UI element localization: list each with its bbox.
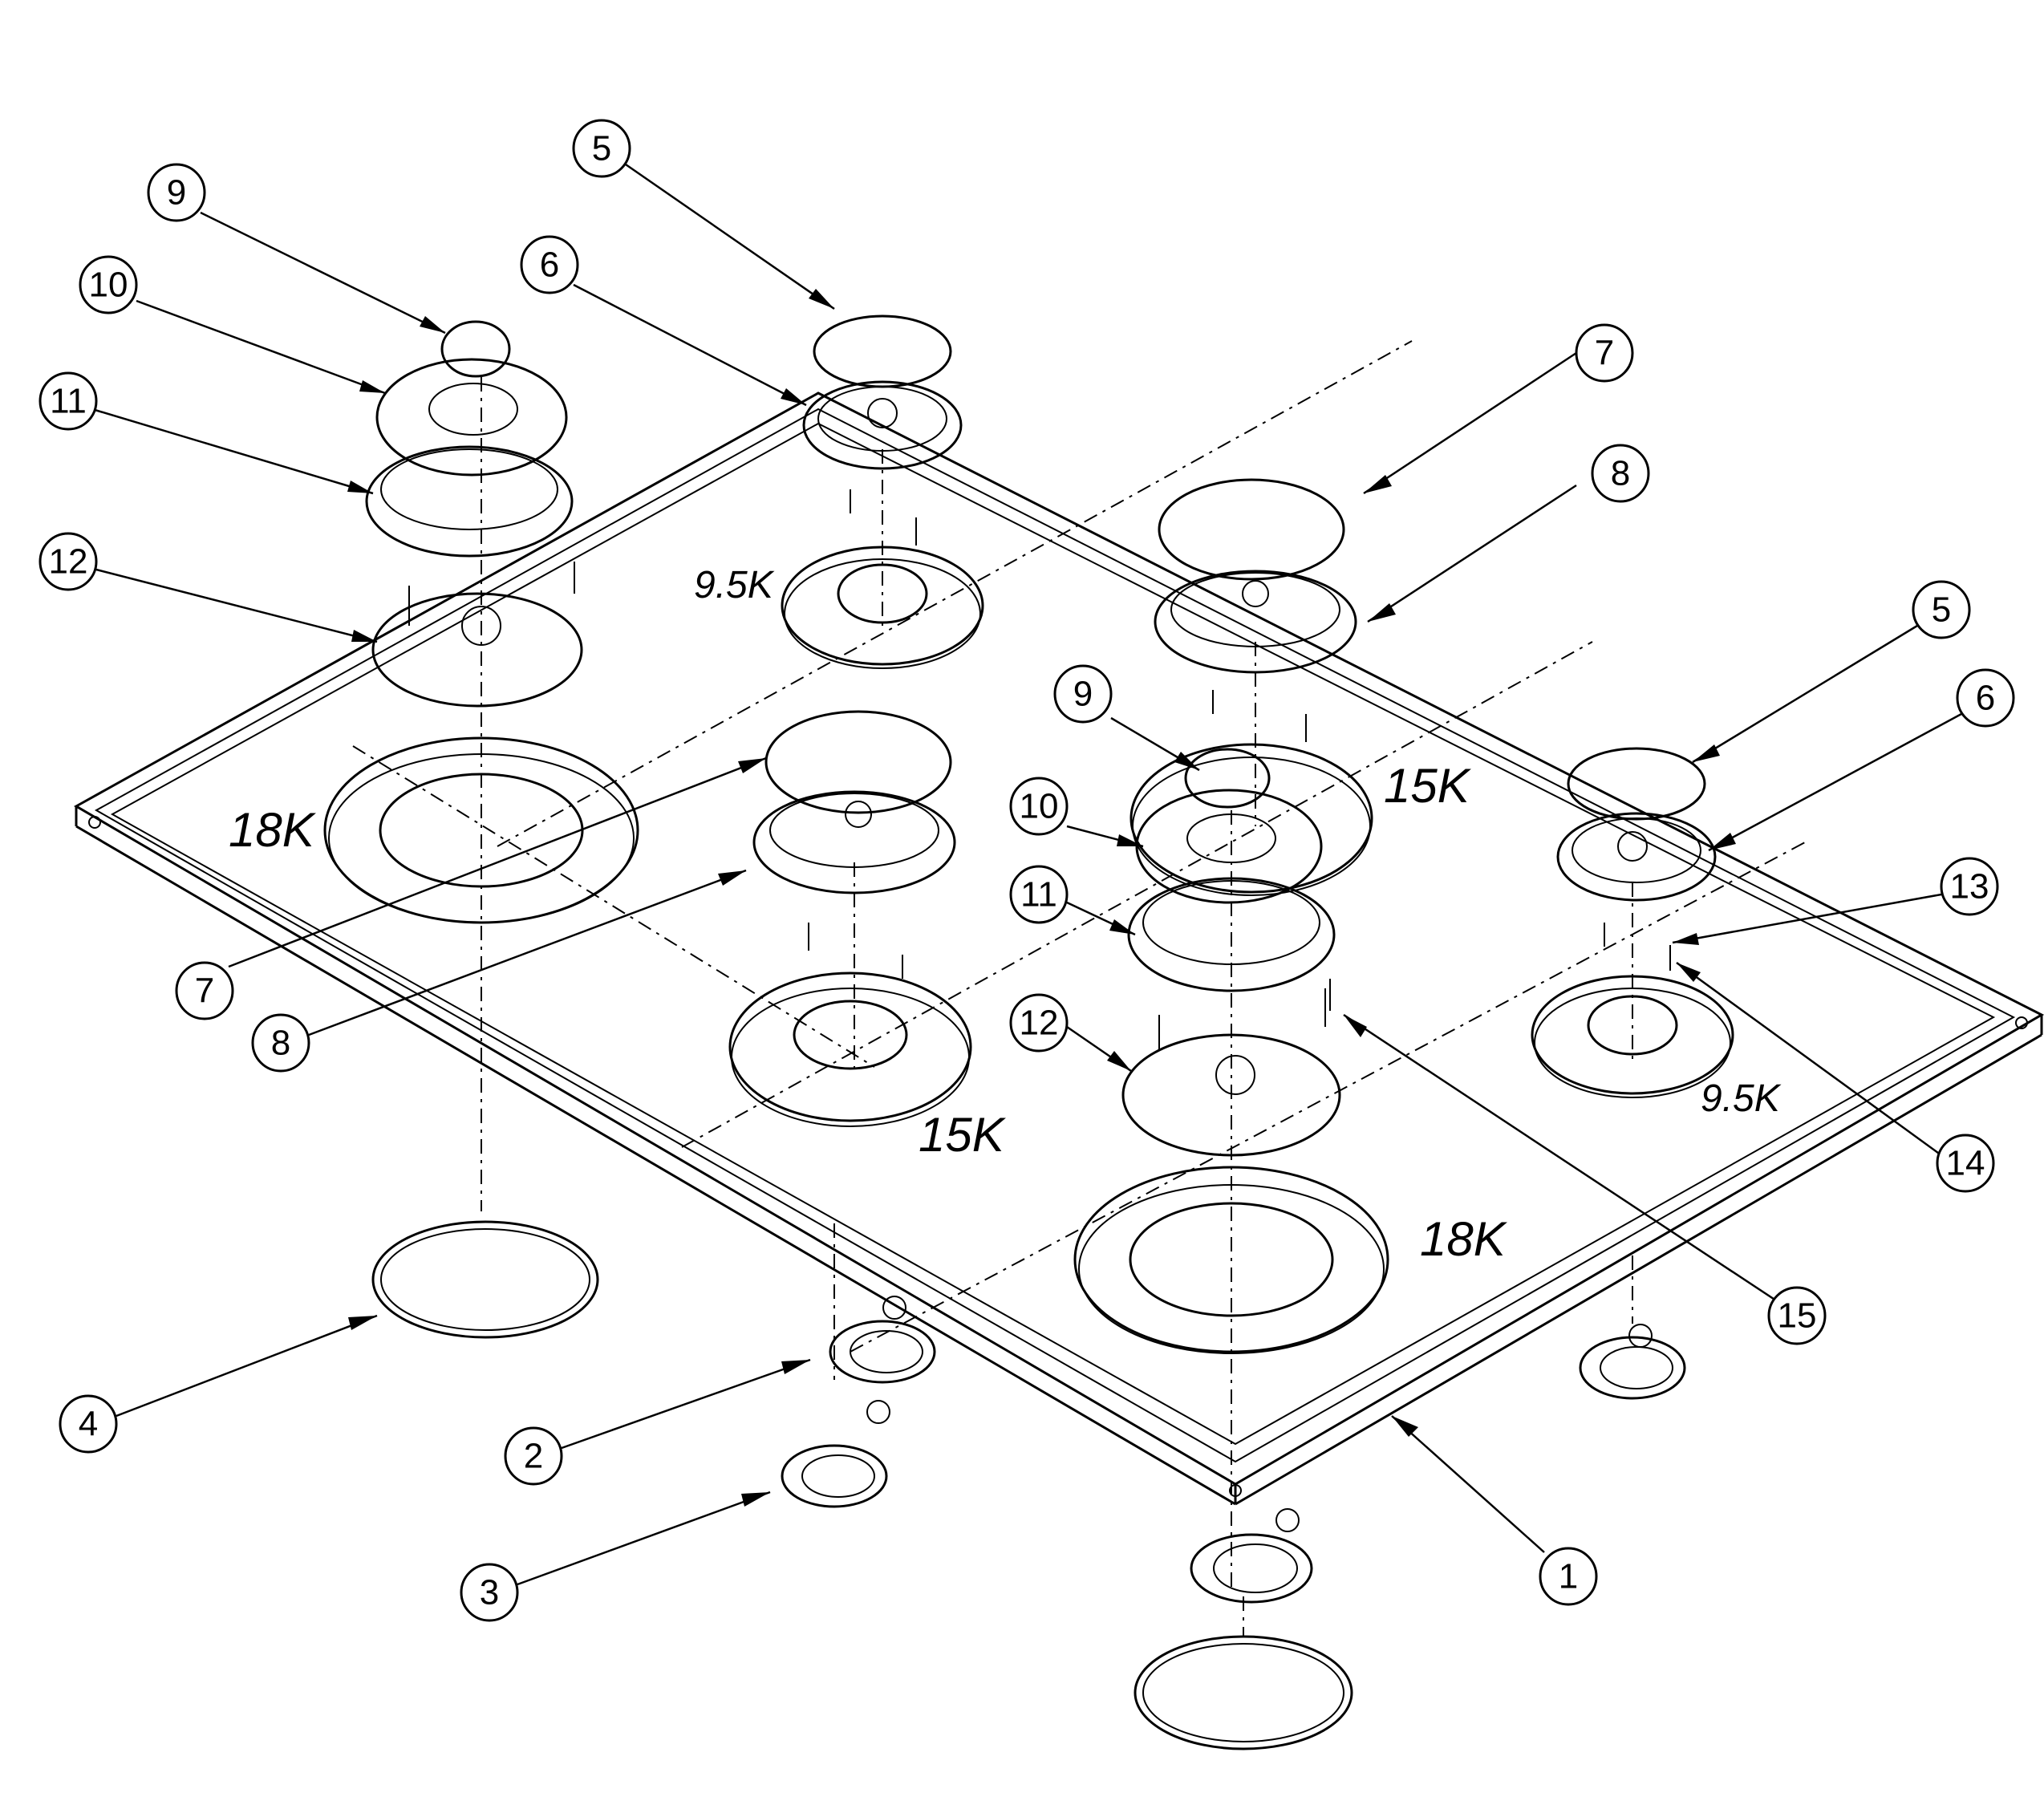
svg-text:9: 9 (1073, 675, 1093, 714)
rating-center-rear: 9.5K (694, 564, 775, 606)
leader-lines (91, 163, 1962, 1586)
callout-12-rear: 12 (39, 532, 98, 591)
callout-14: 14 (1936, 1134, 1995, 1193)
svg-text:13: 13 (1950, 867, 1989, 907)
callout-6-rear: 6 (520, 235, 579, 294)
callout-11-rear: 11 (39, 371, 98, 431)
callout-15: 15 (1767, 1286, 1827, 1345)
callout-11-front: 11 (1009, 865, 1069, 924)
svg-text:3: 3 (480, 1573, 499, 1612)
callout-7-front: 7 (175, 961, 234, 1020)
svg-text:2: 2 (524, 1437, 543, 1476)
under-frame-parts (371, 1220, 1686, 1750)
callout-1: 1 (1539, 1547, 1598, 1606)
callout-9-front: 9 (1053, 664, 1113, 724)
svg-text:9: 9 (167, 173, 186, 213)
callouts: 1 2 3 4 5 5 6 6 (39, 119, 2015, 1622)
callout-8-rear: 8 (1591, 444, 1650, 503)
callout-7-rear: 7 (1575, 323, 1634, 383)
rating-right-front: 9.5K (1701, 1077, 1782, 1120)
callout-5-front: 5 (1912, 580, 1971, 639)
svg-text:14: 14 (1946, 1144, 1985, 1183)
svg-text:4: 4 (79, 1405, 98, 1444)
svg-text:12: 12 (49, 542, 88, 582)
svg-text:11: 11 (50, 382, 87, 421)
svg-text:11: 11 (1020, 875, 1057, 915)
leader-arrowheads (347, 289, 1736, 1507)
svg-text:6: 6 (540, 245, 559, 285)
svg-text:7: 7 (1595, 334, 1614, 373)
rating-right-rear: 15K (1384, 759, 1472, 813)
callout-4: 4 (59, 1394, 118, 1454)
callout-12-front: 12 (1009, 993, 1069, 1053)
svg-text:1: 1 (1559, 1557, 1578, 1596)
callout-5-rear: 5 (572, 119, 631, 178)
rating-left-rear: 18K (229, 803, 317, 857)
cooktop-frame (73, 340, 2044, 1506)
burner-center-front (1073, 748, 1389, 1592)
burner-right-rear (1129, 478, 1373, 896)
svg-text:10: 10 (89, 266, 128, 305)
callout-8-front: 8 (251, 1013, 310, 1073)
svg-text:5: 5 (592, 129, 611, 168)
rating-center-front: 18K (1420, 1212, 1508, 1266)
callout-13: 13 (1940, 857, 1999, 916)
svg-text:12: 12 (1020, 1004, 1059, 1043)
svg-text:15: 15 (1778, 1296, 1817, 1336)
callout-2: 2 (504, 1426, 563, 1486)
svg-text:7: 7 (195, 971, 214, 1011)
svg-text:8: 8 (271, 1024, 290, 1063)
callout-6-front: 6 (1956, 668, 2015, 728)
burner-center-rear (781, 314, 984, 669)
svg-text:8: 8 (1611, 454, 1630, 493)
callout-10-front: 10 (1009, 777, 1069, 836)
burner-ratings: 18K 9.5K 15K 15K 18K 9.5K (229, 564, 1782, 1266)
burner-right-front (1329, 747, 1734, 1098)
callout-9-rear: 9 (147, 163, 206, 222)
svg-text:6: 6 (1976, 679, 1995, 718)
svg-text:10: 10 (1020, 787, 1059, 826)
burner-left-front (728, 710, 972, 1127)
rating-left-front: 15K (919, 1108, 1007, 1162)
callout-10-rear: 10 (79, 255, 138, 314)
callout-3: 3 (460, 1563, 519, 1622)
svg-text:5: 5 (1932, 590, 1951, 630)
burner-left-rear (323, 320, 639, 1211)
